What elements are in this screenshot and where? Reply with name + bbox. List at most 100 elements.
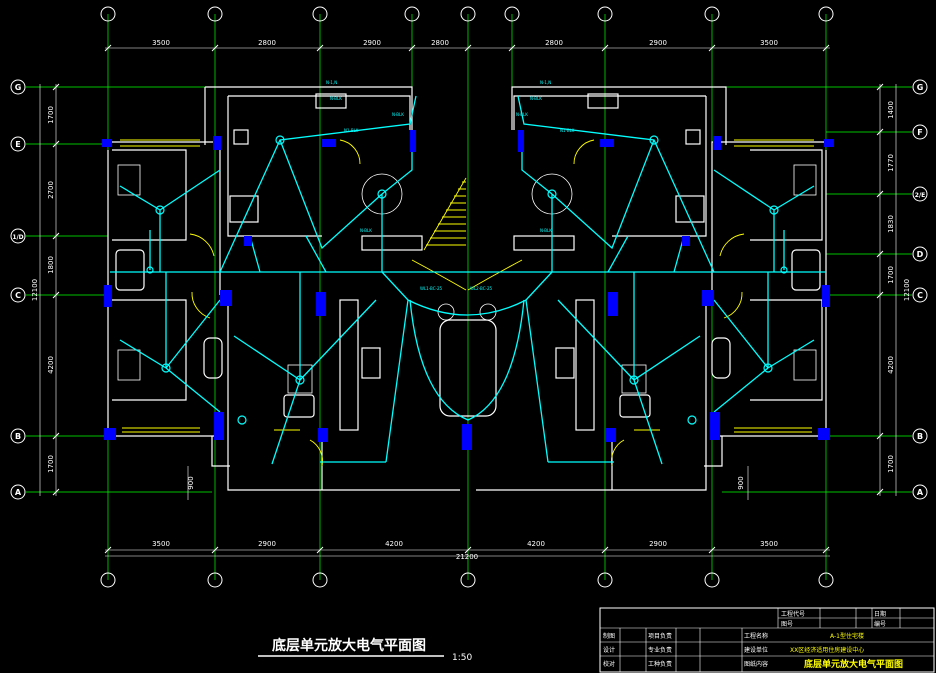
axis-top-4-circle — [404, 6, 420, 22]
axis-left-4-label: C — [15, 291, 21, 300]
dim-right-5: 4200 — [887, 356, 895, 374]
tb-client: XX区经济适用住房建设中心 — [790, 646, 864, 654]
drawing-title-block: 底层单元放大电气平面图 1:50 — [258, 637, 472, 663]
svg-text:N-BLK: N-BLK — [392, 112, 404, 117]
dimension-ticks — [52, 44, 884, 554]
axis-right-4-label: D — [917, 250, 924, 259]
axis-right-6-circle — [912, 428, 928, 444]
circuit-labels: N-1,N N-BLK N-BLK N1-BLK N-BLK WL1-BC-25… — [326, 80, 575, 291]
axis-bottom-4 — [460, 572, 476, 588]
tb-r3-c1: 校对 — [603, 660, 615, 668]
axis-left-1: G — [10, 79, 26, 95]
axis-top-2-circle — [207, 6, 223, 22]
axis-bottom-1-circle — [100, 572, 116, 588]
dim-top-2: 2800 — [258, 39, 276, 47]
dim-top-1: 3500 — [152, 39, 170, 47]
axis-left-6-label: A — [15, 488, 22, 497]
axis-left-3-circle — [10, 228, 26, 244]
left-dimensions: 1700 2700 1800 4200 1700 12100 900 — [31, 106, 195, 490]
axis-right-5-circle — [912, 287, 928, 303]
drawing-title: 底层单元放大电气平面图 — [272, 637, 426, 654]
axis-bottom-6-circle — [704, 572, 720, 588]
axis-left-1-label: G — [15, 83, 22, 92]
svg-text:N-1,N: N-1,N — [326, 80, 337, 85]
axis-right-1-circle — [912, 79, 928, 95]
axis-right-5: C — [912, 287, 928, 303]
dim-left-4: 4200 — [47, 356, 55, 374]
axis-bottom-6 — [704, 572, 720, 588]
axis-right-6-label: B — [917, 432, 923, 441]
furniture — [117, 164, 817, 394]
axis-top-8 — [704, 6, 720, 22]
axis-bottom-4-circle — [460, 572, 476, 588]
axis-left-5-label: B — [15, 432, 21, 441]
grid-lines — [26, 14, 912, 580]
dim-right-6: 1700 — [887, 455, 895, 473]
tb-r3-c3: 图纸内容 — [744, 660, 768, 668]
axis-left-5-circle — [10, 428, 26, 444]
axis-top-3-circle — [312, 6, 328, 22]
svg-text:N1-BLK: N1-BLK — [560, 128, 575, 133]
axis-left-2-label: E — [15, 140, 20, 149]
axis-right-1-label: G — [917, 83, 924, 92]
axis-top-5 — [460, 6, 476, 22]
dim-stair-left: 900 — [187, 476, 195, 489]
grid-axes-bottom — [100, 572, 834, 588]
dim-right-1: 1400 — [887, 101, 895, 119]
dim-top-6: 2900 — [649, 39, 667, 47]
svg-text:N-BLK: N-BLK — [330, 96, 342, 101]
axis-bottom-1 — [100, 572, 116, 588]
dim-left-3: 1800 — [47, 256, 55, 274]
staircase — [411, 177, 523, 291]
axis-left-2-circle — [10, 136, 26, 152]
dim-top-4: 2800 — [431, 39, 449, 47]
dim-bottom-6: 3500 — [760, 540, 778, 548]
tb-header-code: 工程代号 — [781, 610, 805, 618]
tb-header-number: 图号 — [781, 621, 793, 628]
axis-right-7: A — [912, 484, 928, 500]
axis-right-1: G — [912, 79, 928, 95]
axis-right-3: 2/E — [912, 186, 928, 202]
axis-top-2 — [207, 6, 223, 22]
axis-bottom-7 — [818, 572, 834, 588]
svg-text:WL1-BC-25: WL1-BC-25 — [420, 286, 442, 291]
svg-text:N-BLK: N-BLK — [530, 96, 542, 101]
axis-bottom-2 — [207, 572, 223, 588]
axis-right-5-label: C — [917, 291, 923, 300]
axis-top-1-circle — [100, 6, 116, 22]
axis-right-4-circle — [912, 246, 928, 262]
axis-top-6 — [504, 6, 520, 22]
axis-top-5-circle — [460, 6, 476, 22]
svg-text:WL2-BC-25: WL2-BC-25 — [470, 286, 492, 291]
structural-columns — [102, 130, 834, 450]
axis-bottom-5-circle — [597, 572, 613, 588]
grid-axes-top — [100, 6, 834, 22]
walls — [107, 86, 827, 491]
svg-text:N-BLK: N-BLK — [540, 228, 552, 233]
tb-r2-c3: 建设单位 — [744, 646, 768, 654]
axis-bottom-2-circle — [207, 572, 223, 588]
tb-r1-c1: 制图 — [603, 632, 615, 640]
axis-right-7-circle — [912, 484, 928, 500]
axis-bottom-3-circle — [312, 572, 328, 588]
axis-top-3 — [312, 6, 328, 22]
axis-top-4 — [404, 6, 420, 22]
dim-bottom-5: 2900 — [649, 540, 667, 548]
axis-bottom-7-circle — [818, 572, 834, 588]
axis-bottom-5 — [597, 572, 613, 588]
dim-left-5: 1700 — [47, 455, 55, 473]
axis-left-5: B — [10, 428, 26, 444]
right-dimensions: 1400 1770 1830 1700 4200 1700 12100 900 — [737, 101, 911, 490]
tb-r2-c2: 专业负责 — [648, 646, 672, 654]
axis-top-7-circle — [597, 6, 613, 22]
tb-r1-c2: 项目负责 — [648, 632, 672, 640]
svg-text:N-1,N: N-1,N — [540, 80, 551, 85]
axis-right-3-circle — [912, 186, 928, 202]
axis-left-3-label: 1/D — [12, 234, 23, 241]
dim-left-total: 12100 — [31, 279, 39, 301]
dim-left-2: 2700 — [47, 181, 55, 199]
axis-left-4: C — [10, 287, 26, 303]
dim-bottom-4: 4200 — [527, 540, 545, 548]
